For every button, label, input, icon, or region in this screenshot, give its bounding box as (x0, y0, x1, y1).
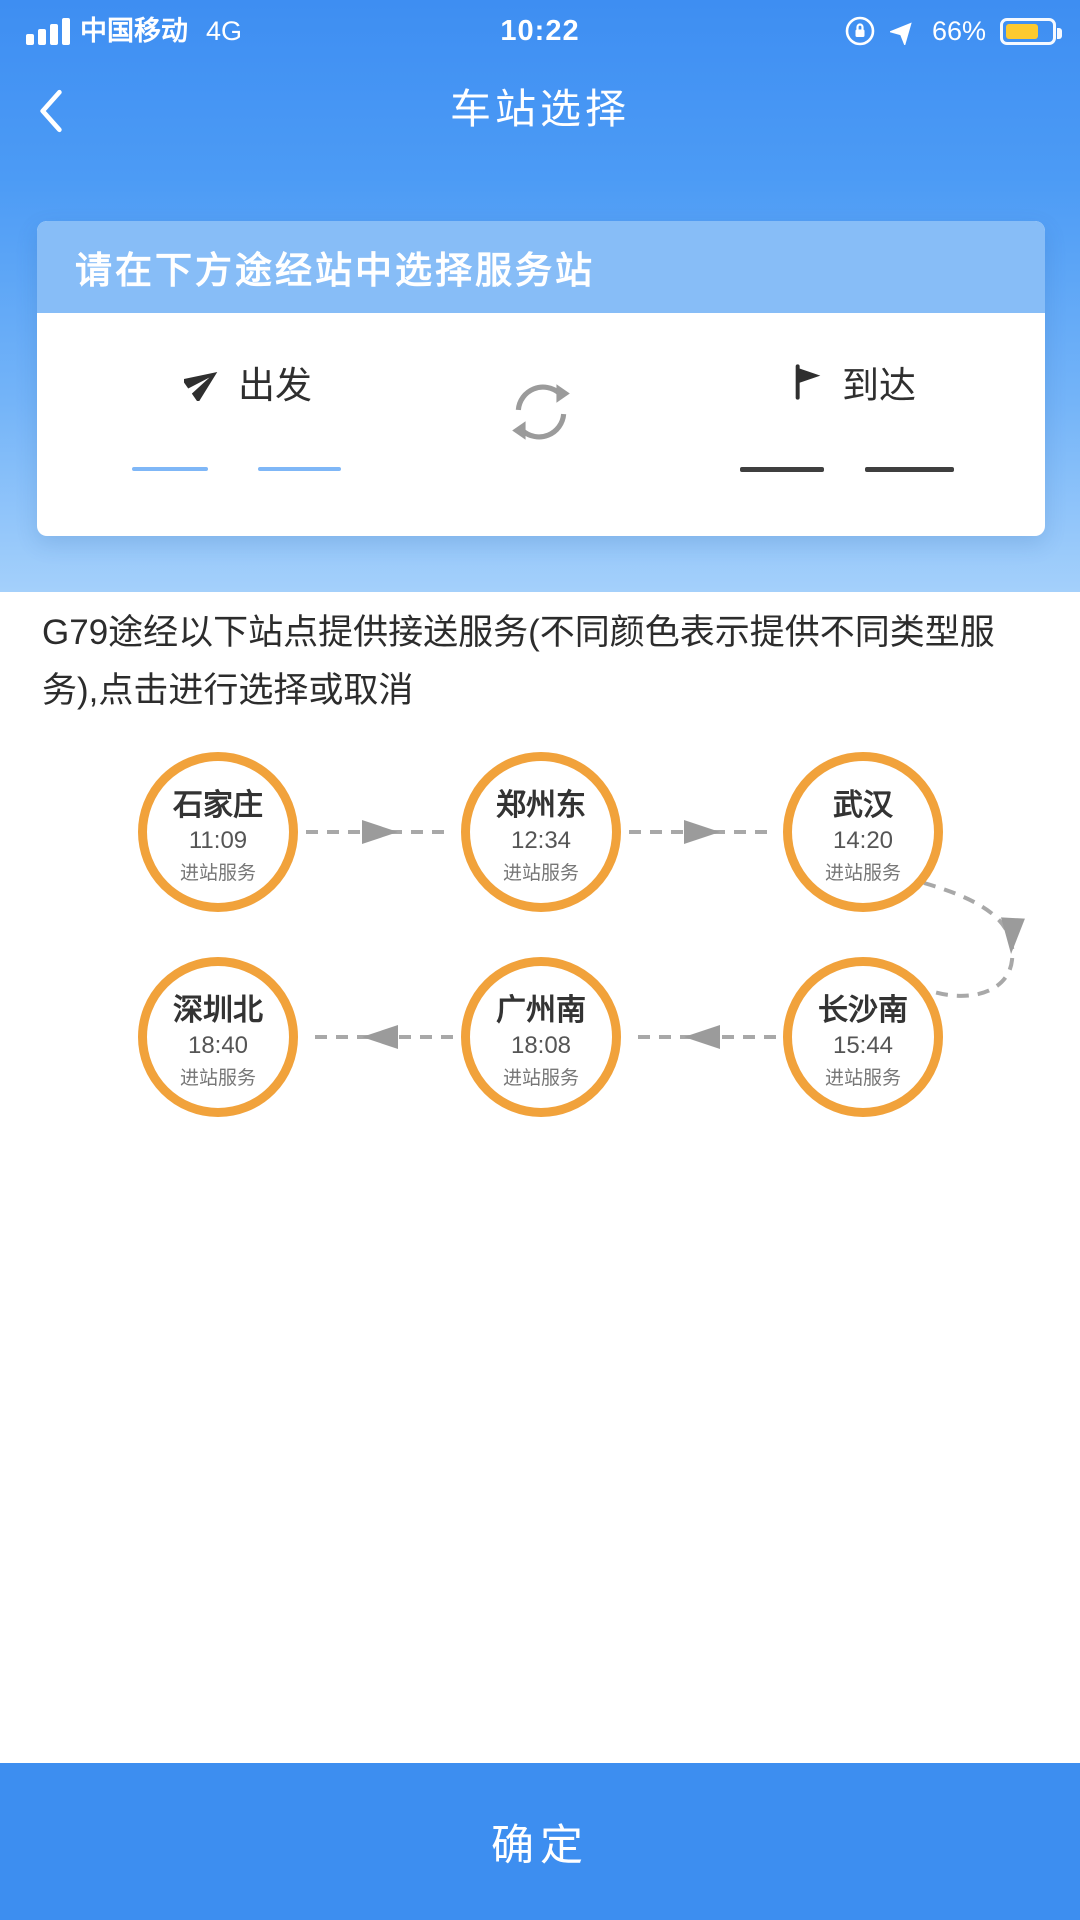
station-time: 12:34 (510, 826, 572, 854)
back-button[interactable] (28, 86, 72, 136)
route-arrows (306, 820, 1025, 1049)
station-service: 进站服务 (502, 1067, 579, 1089)
station-time: 14:20 (832, 826, 894, 854)
station-node-shijiazhuang[interactable]: 石家庄 11:09 进站服务 (138, 752, 298, 912)
status-bar: 中国移动 4G 10:22 66% (0, 0, 1080, 62)
station-node-shenzhenbei[interactable]: 深圳北 18:40 进站服务 (138, 957, 298, 1117)
arrive-label: 到达 (842, 365, 916, 406)
station-name: 深圳北 (173, 993, 263, 1027)
depart-label: 出发 (238, 365, 312, 406)
notice-text: G79途经以下站点提供接送服务(不同颜色表示提供不同类型服务),点击进行选择或取… (42, 613, 995, 710)
station-time: 15:44 (832, 1031, 894, 1059)
station-name: 石家庄 (173, 788, 263, 822)
station-select-card: 请在下方途经站中选择服务站 出发 (37, 221, 1045, 536)
battery-icon (1000, 17, 1062, 45)
battery-fill (1006, 23, 1038, 39)
swap-circular-arrows-icon (512, 384, 570, 440)
route-diagram: 石家庄 11:09 进站服务 郑州东 12:34 进站服务 武汉 14:20 进… (0, 740, 1080, 1140)
depart-underline-2[interactable] (258, 467, 341, 471)
station-service: 进站服务 (502, 862, 579, 884)
send-plane-icon (184, 372, 218, 401)
depart-field[interactable]: 出发 (184, 355, 312, 409)
station-node-changshanan[interactable]: 长沙南 15:44 进站服务 (783, 957, 943, 1117)
station-time: 11:09 (188, 826, 248, 854)
status-right-cluster: 66% (844, 0, 1062, 62)
card-prompt: 请在下方途经站中选择服务站 (37, 221, 1045, 313)
arrive-underline-1[interactable] (740, 467, 824, 472)
page-title: 车站选择 (450, 86, 630, 132)
battery-nub (1057, 27, 1062, 39)
station-service: 进站服务 (824, 862, 901, 884)
station-time: 18:40 (187, 1031, 249, 1059)
station-node-zhengzhoudong[interactable]: 郑州东 12:34 进站服务 (461, 752, 621, 912)
carrier-label: 中国移动 (80, 16, 188, 46)
signal-strength-icon (26, 17, 70, 45)
battery-percent: 66% (931, 15, 986, 46)
station-name: 长沙南 (818, 993, 908, 1027)
arrive-field[interactable]: 到达 (792, 355, 916, 409)
station-service: 进站服务 (179, 862, 256, 884)
rotation-lock-icon (845, 16, 875, 46)
location-arrow-icon (889, 22, 912, 45)
station-service: 进站服务 (179, 1067, 256, 1089)
arrive-underline-2[interactable] (865, 467, 954, 472)
station-time: 18:08 (510, 1031, 572, 1059)
flag-icon (795, 364, 821, 400)
station-service: 进站服务 (824, 1067, 901, 1089)
chevron-left-icon (40, 89, 62, 133)
nav-bar: 车站选择 (0, 62, 1080, 156)
station-node-wuhan[interactable]: 武汉 14:20 进站服务 (783, 752, 943, 912)
card-body: 出发 到达 (37, 313, 1045, 536)
station-name: 郑州东 (496, 788, 586, 822)
station-name: 武汉 (833, 788, 893, 822)
station-node-guangzhounan[interactable]: 广州南 18:08 进站服务 (461, 957, 621, 1117)
network-type-label: 4G (206, 16, 243, 46)
station-name: 广州南 (496, 993, 586, 1027)
swap-stations-button[interactable] (506, 377, 576, 447)
status-time: 10:22 (500, 14, 580, 47)
confirm-button[interactable]: 确定 (0, 1763, 1080, 1920)
status-left-cluster: 中国移动 4G (0, 17, 242, 45)
depart-underline-1[interactable] (132, 467, 208, 471)
